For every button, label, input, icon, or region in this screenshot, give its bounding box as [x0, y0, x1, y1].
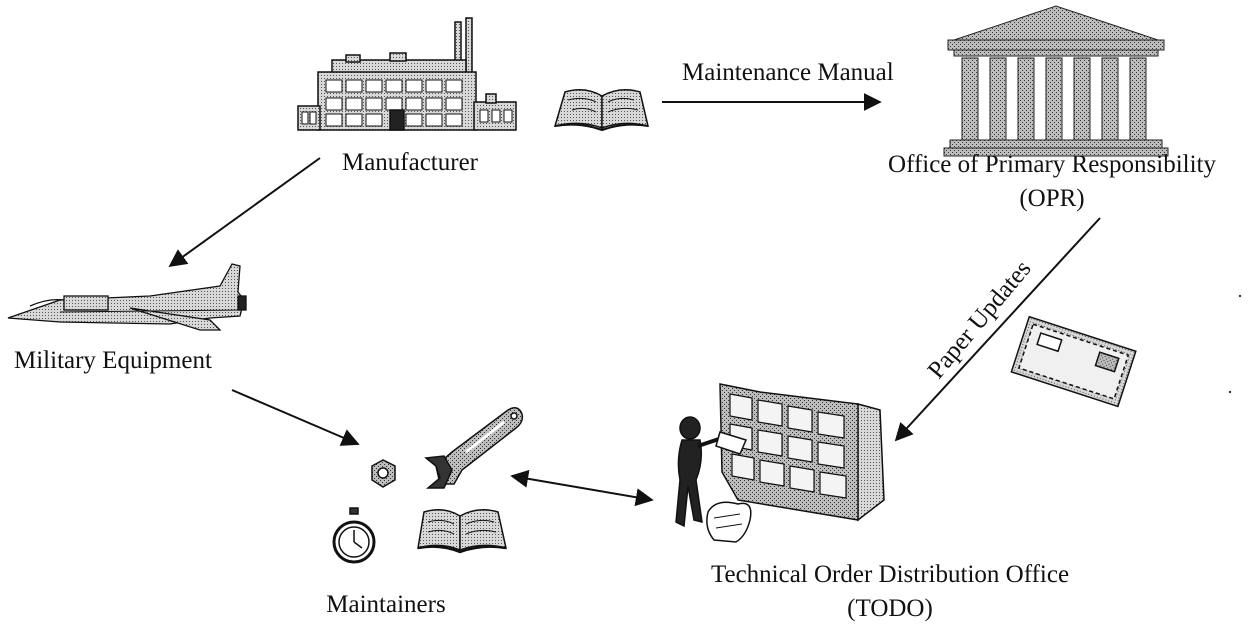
opr-to-todo-arrow — [894, 217, 1101, 442]
manufacturer-to-equipment-arrow — [168, 157, 321, 268]
open-book-icon — [417, 509, 507, 554]
filing-cabinet-clerk-icon — [675, 383, 885, 543]
factory-icon — [297, 17, 517, 131]
maintenance-manual-label: Maintenance Manual — [682, 59, 894, 86]
opr-label-line1: Office of Primary Responsibility — [888, 151, 1216, 178]
maintainers-label: Maintainers — [326, 591, 446, 618]
envelope-icon — [1010, 315, 1137, 408]
todo-label-line2: (TODO) — [847, 595, 933, 622]
scan-speck — [1238, 294, 1242, 298]
opr-label-line2: (OPR) — [1019, 185, 1085, 212]
equipment-to-maintainers-arrow — [231, 389, 360, 446]
stopwatch-icon — [332, 507, 376, 564]
scan-speck — [1228, 390, 1232, 394]
hex-nut-icon — [371, 459, 396, 488]
wrench-icon — [424, 407, 524, 489]
maintainers-todo-double-arrow — [510, 469, 654, 507]
government-building-icon — [943, 5, 1169, 157]
manufacturer-label: Manufacturer — [341, 149, 479, 176]
todo-label-line1: Technical Order Distribution Office — [710, 561, 1070, 588]
fighter-jet-icon — [7, 263, 247, 331]
open-book-icon — [553, 89, 650, 132]
military-equipment-label: Military Equipment — [14, 347, 212, 374]
